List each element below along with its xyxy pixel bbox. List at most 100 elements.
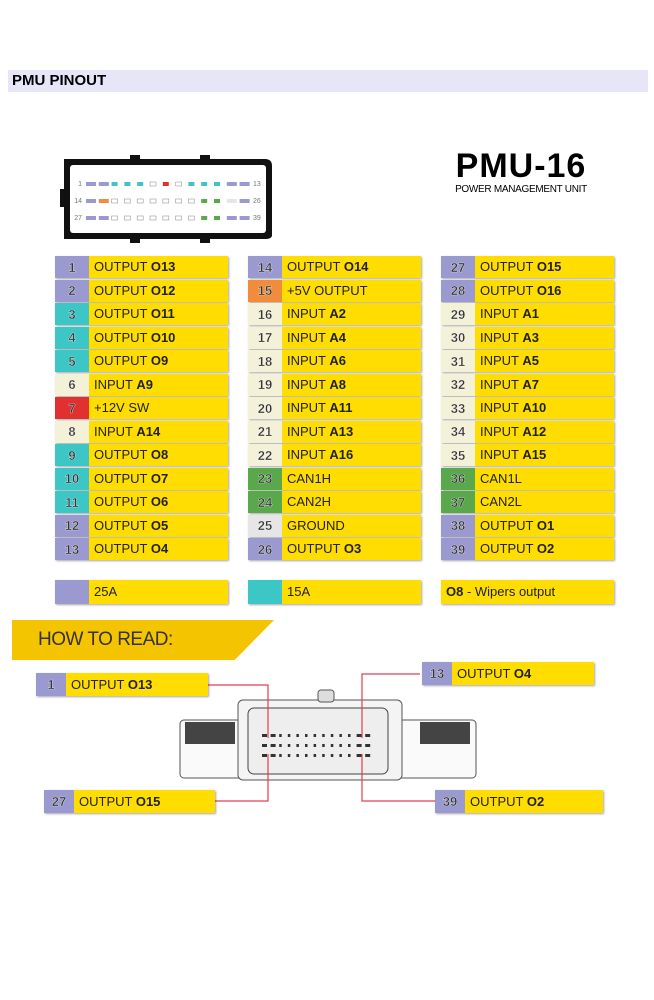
pin-function: OUTPUT O8 [89,444,228,466]
connector-pin-12 [226,182,237,186]
device-pin [262,734,267,737]
pin-number: 28 [441,279,475,302]
pin-number: 8 [55,420,89,443]
connector-pin-31 [136,215,144,221]
connector-pin-7 [162,182,169,186]
device-pin [279,734,282,737]
connector-pin-11 [214,182,220,186]
pin-function: OUTPUT O12 [89,279,228,302]
brand-subtitle: POWER MANAGEMENT UNIT [455,184,587,195]
device-pin [356,744,362,747]
legend-15a: 15A [248,580,421,604]
pin-number: 5 [55,350,89,372]
connector-pin-17 [124,198,131,204]
pin-function: CAN1H [282,467,421,490]
device-pin [296,754,299,757]
pin-number: 26 [248,538,282,560]
how-to-read-banner: HOW TO READ: [12,620,274,660]
connector-pin-16 [111,198,118,204]
device-pin [365,754,371,757]
pin-function: INPUT A4 [282,326,421,349]
pin-function: OUTPUT O11 [89,303,228,325]
pin-function: INPUT A8 [282,373,421,396]
device-pin [313,754,317,757]
pin-function: OUTPUT O7 [89,467,228,490]
pin-number: 16 [248,303,282,325]
pin-row-15: 15+5V OUTPUT [248,279,421,302]
connector-pin-9 [188,182,195,186]
device-pin [348,744,351,747]
pin-function: +5V OUTPUT [282,279,421,302]
connector-pin-5 [137,182,144,186]
connector-pin-3 [111,182,118,186]
pin-number: 21 [248,420,282,443]
pin-function: INPUT A5 [475,350,614,372]
pin-number: 30 [441,326,475,349]
pin-function: OUTPUT O15 [475,256,614,278]
device-pin [330,734,334,737]
connector-pin-4 [124,182,131,186]
device-pin [270,734,276,737]
connector-pin-33 [162,215,170,221]
connector-pin-39 [239,216,250,220]
pin-function: OUTPUT O6 [89,491,228,513]
device-pin [270,754,276,757]
connector-pin-36 [201,216,208,220]
pin-function: INPUT A1 [475,303,614,325]
device-pin [330,744,334,747]
pin-function: INPUT A10 [475,397,614,419]
pin-function: INPUT A14 [89,420,228,443]
pin-function: OUTPUT O10 [89,326,228,349]
pin-function: CAN2H [282,491,421,513]
device-pin [305,754,308,757]
device-pin [339,744,342,747]
brand-logo: PMU-16 POWER MANAGEMENT UNIT [426,148,616,195]
pin-function: OUTPUT O14 [282,256,421,278]
pin-function: CAN2L [475,491,614,513]
connector-pin-14 [86,199,96,203]
connector-pin-28 [98,216,109,220]
connector-pin-25 [226,199,237,203]
connector-pin-10 [201,182,208,186]
pin-function: INPUT A3 [475,326,614,349]
connector-pin-20 [162,198,170,204]
pin-number: 15 [248,279,282,302]
pin-number: 3 [55,303,89,325]
connector-pin-34 [175,215,182,221]
brand-name: PMU-16 [455,147,587,185]
pin-number: 12 [55,514,89,537]
device-pin [348,734,351,737]
pin-function: OUTPUT O3 [282,538,421,560]
pin-number: 6 [55,373,89,396]
device-pin [356,754,362,757]
device-pin [279,754,282,757]
connector-pin-19 [149,198,157,204]
pin-function: OUTPUT O1 [475,514,614,537]
pin-number: 31 [441,350,475,372]
page-title: PMU PINOUT [8,70,648,92]
pin-number: 9 [55,444,89,466]
pin-number: 4 [55,326,89,349]
pin-number: 37 [441,491,475,513]
pin-number: 22 [248,444,282,466]
pin-function: +12V SW [89,397,228,419]
device-pin [348,754,351,757]
